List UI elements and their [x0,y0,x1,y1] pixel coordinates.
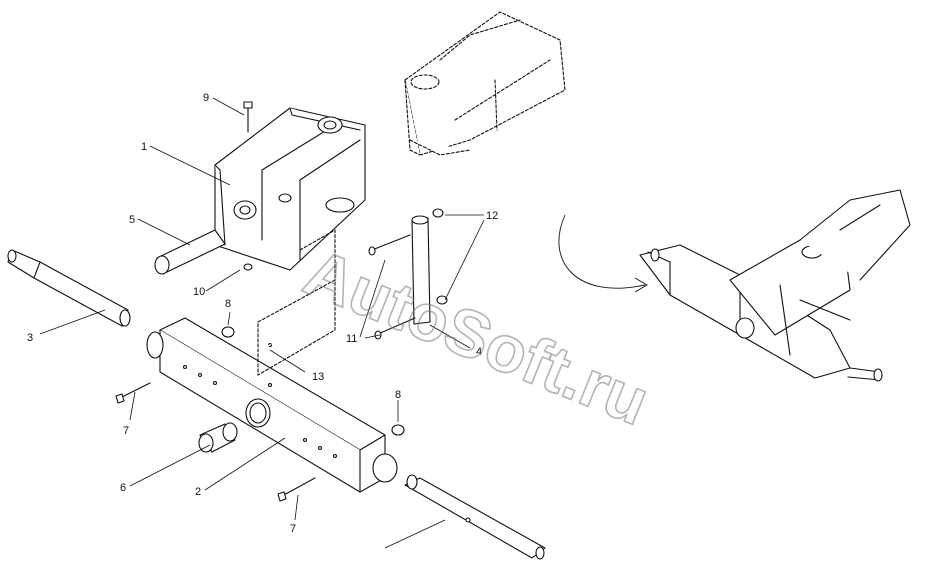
part-11-bolt-b [374,317,416,340]
part-7-bolt-b [277,477,316,502]
part-8-nut-a [221,326,235,338]
part-2-axle-beam [146,317,398,493]
assembled-view [639,189,911,382]
part-1-mounting-bracket [214,107,366,271]
callout-labels: 9 1 5 3 10 8 7 8 6 2 7 13 11 4 12 [27,92,498,535]
part-12-nut-a [432,208,444,218]
callout-7-upper: 7 [123,425,129,437]
callout-1: 1 [141,141,147,153]
callout-5: 5 [129,214,135,226]
callout-12: 12 [486,210,498,222]
part-7-bolt-a [115,382,151,404]
callout-3: 3 [27,332,33,344]
frame-bracket-context [404,11,566,156]
right-axle-shaft [404,474,546,560]
callout-11: 11 [346,333,357,345]
callout-4: 4 [476,346,482,358]
assembly-arrow [558,214,648,293]
callout-7-lower: 7 [290,523,296,535]
part-8-nut-b [391,424,405,436]
leader-lines [39,97,485,549]
callout-8-upper: 8 [225,298,231,310]
callout-8-lower: 8 [395,389,401,401]
callout-6: 6 [120,482,126,494]
part-12-nut-b [436,295,448,305]
callout-9: 9 [203,92,209,104]
part-13-plate [257,229,336,376]
part-11-bolt-a [368,234,411,256]
part-4-vertical-pin [411,215,431,325]
part-10-nut [243,263,253,271]
callout-13: 13 [312,371,324,383]
part-5-pin [154,229,226,275]
part-3-left-axle-shaft [7,249,131,327]
callout-2: 2 [195,486,201,498]
part-9-bolt [243,101,253,133]
callout-10: 10 [193,286,205,298]
